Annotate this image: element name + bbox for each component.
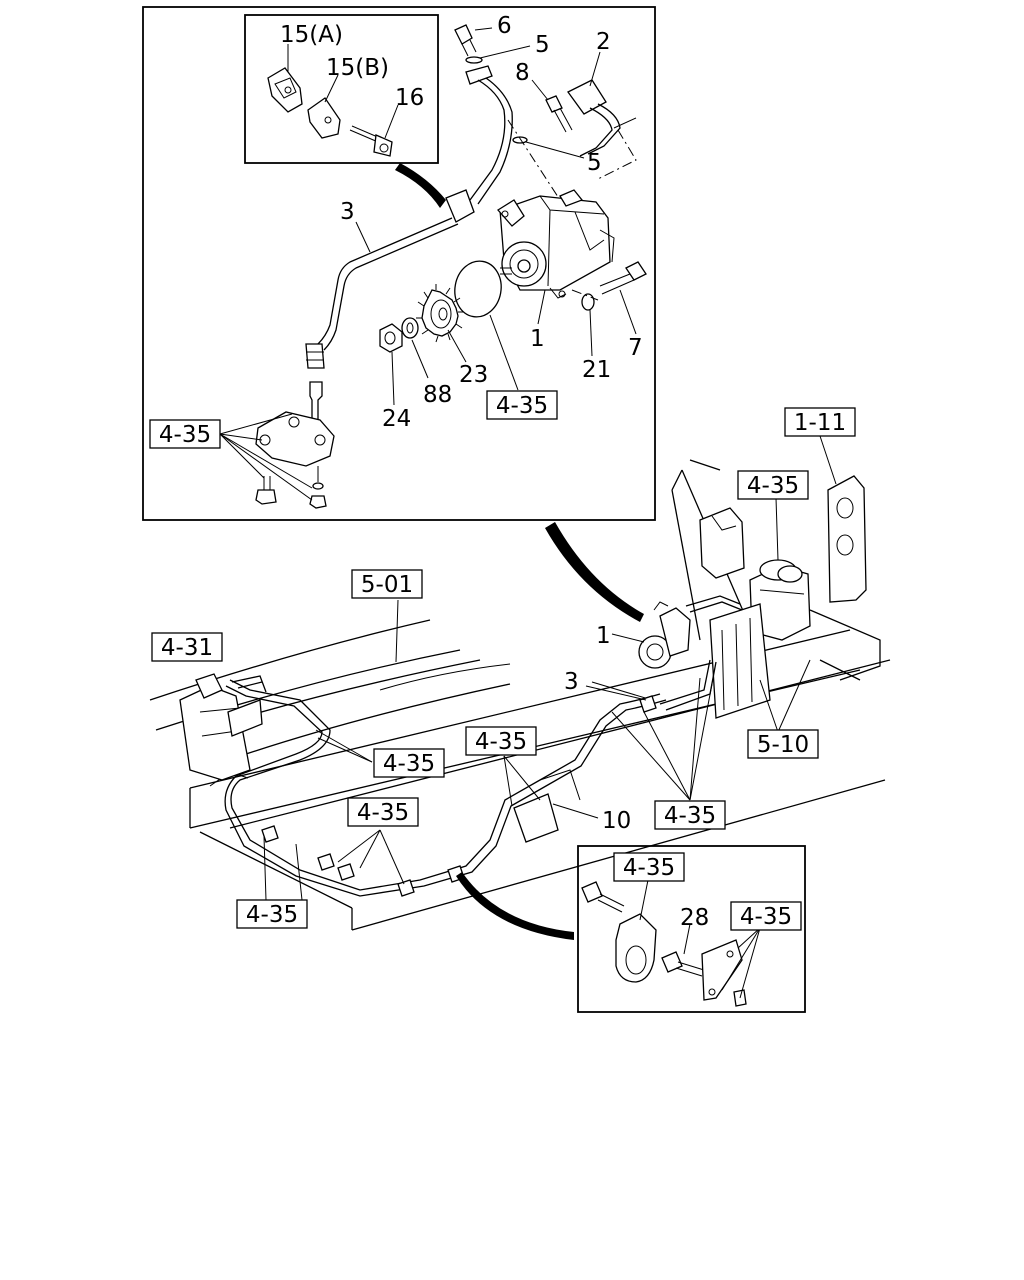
engine-block xyxy=(699,507,745,579)
callout-23: 23 xyxy=(459,362,488,388)
callout-7: 7 xyxy=(628,335,643,361)
callout-8: 8 xyxy=(515,60,530,86)
svg-text:4-35: 4-35 xyxy=(475,729,527,755)
ref-box-4-35-clamp: 4-35 xyxy=(613,852,685,882)
ref-box-4-35-clips-mid: 4-35 xyxy=(347,797,419,827)
drive-gear-23 xyxy=(416,284,464,343)
pressure-pipe-3 xyxy=(305,65,513,369)
callout-1-main: 1 xyxy=(596,623,611,649)
nut-24 xyxy=(379,323,403,353)
pipe-clip-1 xyxy=(317,853,335,871)
clip-15a xyxy=(267,67,303,113)
chassis-view xyxy=(149,435,891,940)
svg-text:5-10: 5-10 xyxy=(757,732,809,758)
callout-15b: 15(B) xyxy=(326,55,389,81)
pointer-arrow-clamp xyxy=(456,872,574,940)
ref-box-4-35-reservoir: 4-35 xyxy=(737,470,809,500)
pipe-clamp xyxy=(615,913,657,983)
svg-text:4-35: 4-35 xyxy=(357,800,409,826)
clamp-bolt xyxy=(581,881,625,913)
oil-cooler xyxy=(709,603,771,719)
callout-3-main: 3 xyxy=(564,669,579,695)
callout-1-detail: 1 xyxy=(530,326,545,352)
pipe-bracket xyxy=(255,411,335,509)
power-steering-pump xyxy=(497,189,615,299)
union-fitting xyxy=(309,381,323,421)
washer-88 xyxy=(401,317,419,339)
bolt-6 xyxy=(454,24,477,57)
pipe-clip-2 xyxy=(337,863,355,881)
washer-5-top xyxy=(465,56,483,64)
ref-box-4-35-bracket-10: 4-35 xyxy=(465,726,537,756)
clip-15b xyxy=(307,97,341,139)
callout-16: 16 xyxy=(395,85,424,111)
svg-text:4-35: 4-35 xyxy=(623,855,675,881)
washer-21 xyxy=(581,293,595,311)
ref-box-1-11: 1-11 xyxy=(784,407,856,437)
bolt-16 xyxy=(349,125,393,157)
ref-box-5-01: 5-01 xyxy=(351,569,423,599)
ref-box-4-35-clamp-bracket: 4-35 xyxy=(730,901,802,931)
reservoir-tank xyxy=(749,559,811,641)
callout-3-detail: 3 xyxy=(340,199,355,225)
bolt-28 xyxy=(661,951,705,977)
svg-text:4-35: 4-35 xyxy=(246,902,298,928)
svg-text:4-35: 4-35 xyxy=(496,393,548,419)
ref-box-4-31: 4-31 xyxy=(151,632,223,662)
pointer-arrow-pump xyxy=(545,522,644,622)
detail-frame-clamp xyxy=(577,845,806,1013)
svg-text:1-11: 1-11 xyxy=(794,410,846,436)
pipe-clip-4 xyxy=(261,825,279,843)
bolt-7 xyxy=(599,261,647,295)
svg-text:4-31: 4-31 xyxy=(161,635,213,661)
detail-frame-pump xyxy=(142,6,656,521)
pipe-2 xyxy=(567,79,637,157)
washer-5-lower xyxy=(512,136,528,144)
callout-88: 88 xyxy=(423,382,452,408)
callout-6: 6 xyxy=(497,13,512,39)
callout-28: 28 xyxy=(680,905,709,931)
svg-text:5-01: 5-01 xyxy=(361,572,413,598)
o-ring xyxy=(454,260,502,318)
pipe-clip-3 xyxy=(397,879,415,897)
ref-box-4-35-pipe-clips: 4-35 xyxy=(654,800,726,830)
callout-10: 10 xyxy=(602,808,631,834)
ref-box-4-35-rail-clips: 4-35 xyxy=(236,899,308,929)
pointer-arrow-inset xyxy=(395,163,446,208)
callout-2: 2 xyxy=(596,29,611,55)
callout-15a: 15(A) xyxy=(280,22,343,48)
ref-box-4-35-bracket: 4-35 xyxy=(149,419,221,449)
svg-text:4-35: 4-35 xyxy=(383,751,435,777)
inset-frame-clips xyxy=(244,14,439,164)
callout-5-top: 5 xyxy=(535,32,550,58)
svg-text:4-35: 4-35 xyxy=(747,473,799,499)
callout-21: 21 xyxy=(582,357,611,383)
svg-text:4-35: 4-35 xyxy=(159,422,211,448)
pipe-bracket-10 xyxy=(513,793,559,843)
steering-gearbox xyxy=(179,673,267,781)
ref-box-5-10: 5-10 xyxy=(747,729,819,759)
callout-24: 24 xyxy=(382,406,411,432)
bolt-8 xyxy=(545,95,573,133)
ref-box-4-35-gearbox: 4-35 xyxy=(373,748,445,778)
chassis-bracket-1-11 xyxy=(827,475,867,603)
reference-boxes: 4-35 4-35 1-11 4-35 5-01 4-31 4-35 4-35 xyxy=(149,390,856,931)
svg-text:4-35: 4-35 xyxy=(740,904,792,930)
ref-box-4-35-o-ring: 4-35 xyxy=(486,390,558,420)
callout-5-lower: 5 xyxy=(587,150,602,176)
callout-labels: 15(A) 15(B) 16 6 5 2 8 5 3 1 7 21 23 88 … xyxy=(280,13,709,931)
svg-text:4-35: 4-35 xyxy=(664,803,716,829)
pump-on-engine xyxy=(638,601,691,669)
